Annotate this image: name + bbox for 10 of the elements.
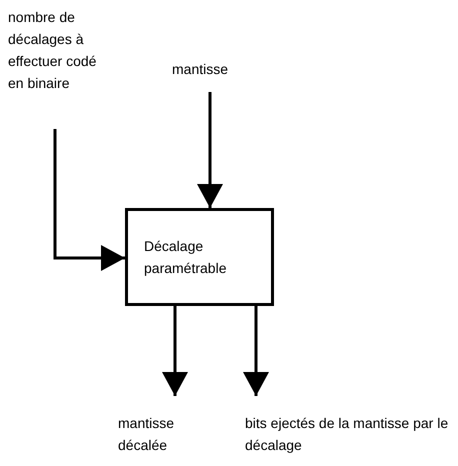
arrow bbox=[243, 306, 269, 396]
output-label: bits ejectés de la mantisse par le décalage bbox=[245, 414, 450, 455]
arrow bbox=[54, 129, 125, 271]
process-box bbox=[125, 208, 274, 306]
process-label: Décalage paramétrable bbox=[144, 237, 228, 278]
arrow bbox=[197, 92, 223, 208]
input-label: mantisse bbox=[172, 60, 230, 79]
output-label: mantisse décalée bbox=[118, 414, 176, 455]
input-label: nombre de décalages à effectuer codé en binaire bbox=[8, 8, 98, 93]
arrow bbox=[162, 306, 188, 396]
